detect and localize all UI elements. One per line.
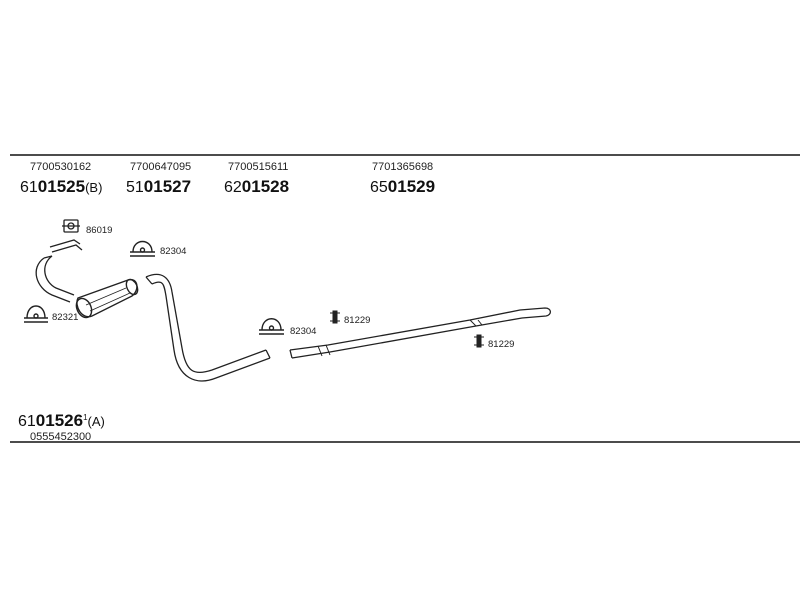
header-number-3: 01528 [242, 177, 289, 196]
header-part-1: 6101525(B) [20, 177, 102, 196]
footer-sup: 1 [83, 413, 88, 422]
header-ref-3: 7700515611 [228, 161, 288, 173]
footer-ref: 0555452300 [30, 431, 91, 443]
footer-prefix: 61 [18, 413, 36, 430]
header-number-1: 01525 [38, 177, 85, 196]
header-ref-1: 7700530162 [30, 161, 91, 173]
clamp-icon-top [130, 240, 155, 257]
header-prefix-3: 62 [224, 179, 242, 196]
hanger-icon-a [330, 310, 340, 324]
header-part-2: 5101527 [126, 177, 191, 196]
header-number-4: 01529 [388, 177, 435, 196]
front-silencer [75, 278, 139, 319]
footer-suffix: (A) [88, 414, 105, 429]
intermediate-pipe [145, 273, 271, 382]
clamp-icon-mid [259, 318, 284, 335]
callout-hanger-b: 81229 [488, 339, 514, 350]
header-prefix-2: 51 [126, 179, 144, 196]
footer-part: 61015261(A) [18, 411, 105, 430]
tail-pipe [289, 307, 552, 359]
header-suffix-1: (B) [85, 180, 102, 195]
header-part-3: 6201528 [224, 177, 289, 196]
header-ref-2: 7700647095 [130, 161, 191, 173]
callout-clamp-left: 82321 [52, 312, 78, 323]
hanger-icon-b [474, 334, 484, 348]
callout-gasket: 86019 [86, 225, 112, 236]
clamp-icon-left [24, 305, 48, 323]
callout-clamp-top: 82304 [160, 246, 186, 257]
header-ref-4: 7701365698 [372, 161, 433, 173]
footer-number: 01526 [36, 411, 83, 430]
callout-hanger-a: 81229 [344, 315, 370, 326]
front-pipe [35, 239, 83, 303]
header-number-2: 01527 [144, 177, 191, 196]
callout-clamp-mid: 82304 [290, 326, 316, 337]
gasket-icon [62, 219, 80, 233]
header-prefix-4: 65 [370, 179, 388, 196]
header-part-4: 6501529 [370, 177, 435, 196]
header-prefix-1: 61 [20, 179, 38, 196]
